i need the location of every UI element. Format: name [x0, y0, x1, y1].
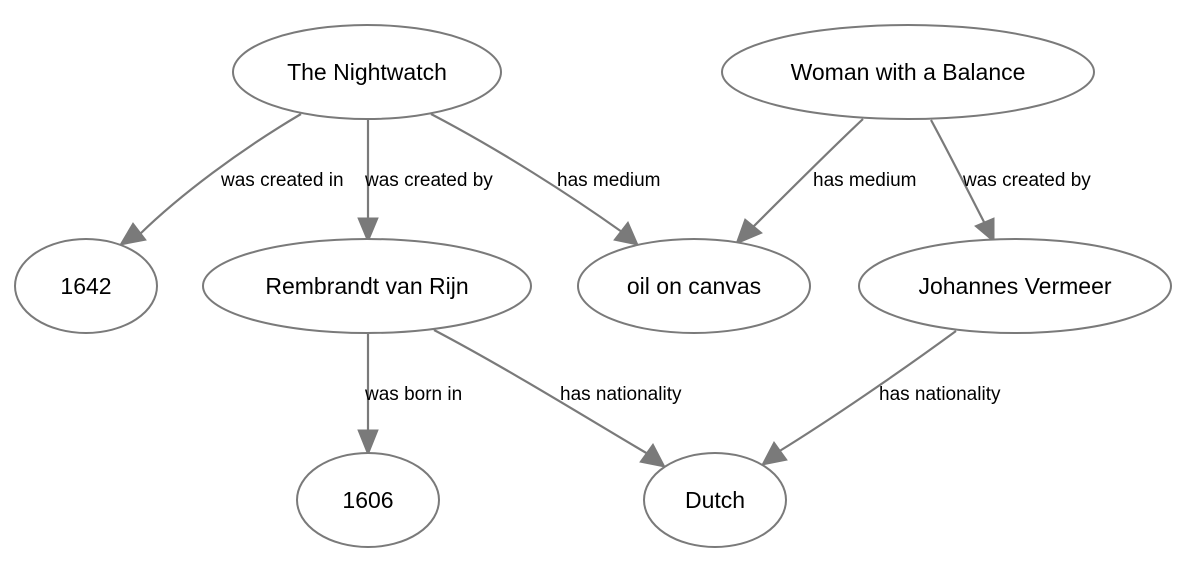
- node-ellipse: [202, 238, 532, 334]
- edge-nightwatch-rembrandt: was created by: [357, 120, 493, 244]
- edge-label-was-created-by: was created by: [962, 170, 1091, 191]
- node-ellipse: [14, 238, 158, 334]
- node-label: Rembrandt van Rijn: [265, 273, 468, 299]
- edge-label-has-medium: has medium: [557, 170, 661, 191]
- arrow-head-icon: [357, 429, 379, 457]
- arrow-head-icon: [639, 443, 666, 468]
- edge-woman-oil: has medium: [735, 118, 917, 245]
- edge-line: [777, 330, 957, 453]
- edge-label-was-created-by: was created by: [364, 170, 493, 191]
- edge-woman-vermeer: was created by: [930, 119, 1091, 244]
- arrow-head-icon: [761, 441, 788, 466]
- node-dutch: Dutch: [643, 452, 787, 548]
- edge-line: [433, 329, 649, 455]
- edge-rembrandt-dutch: has nationality: [433, 329, 682, 468]
- node-label: 1642: [60, 273, 111, 299]
- arrow-head-icon: [613, 221, 639, 246]
- node-ellipse: [296, 452, 440, 548]
- edge-label-has-nationality: has nationality: [879, 384, 1001, 405]
- node-1642: 1642: [14, 238, 158, 334]
- node-1606: 1606: [296, 452, 440, 548]
- node-label: 1606: [342, 487, 393, 513]
- edge-label-has-nationality: has nationality: [560, 384, 682, 405]
- node-label: Dutch: [685, 487, 745, 513]
- edge-label-was-born-in: was born in: [364, 384, 462, 405]
- arrow-head-icon: [119, 222, 147, 246]
- edge-line: [930, 119, 985, 223]
- node-the-nightwatch: The Nightwatch: [232, 24, 502, 120]
- node-label: oil on canvas: [627, 273, 761, 299]
- node-ellipse: [721, 24, 1095, 120]
- node-label: Johannes Vermeer: [918, 273, 1111, 299]
- node-rembrandt-van-rijn: Rembrandt van Rijn: [202, 238, 532, 334]
- node-ellipse: [232, 24, 502, 120]
- node-johannes-vermeer: Johannes Vermeer: [858, 238, 1172, 334]
- arrow-head-icon: [735, 218, 763, 245]
- edge-nightwatch-oil: has medium: [430, 113, 661, 246]
- arrow-head-icon: [974, 217, 995, 244]
- arrow-head-icon: [357, 217, 379, 244]
- edge-label-has-medium: has medium: [813, 170, 917, 191]
- edge-line: [751, 118, 864, 229]
- node-ellipse: [577, 238, 811, 334]
- edge-vermeer-dutch: has nationality: [761, 330, 1001, 466]
- node-oil-on-canvas: oil on canvas: [577, 238, 811, 334]
- edge-rembrandt-1606: was born in: [357, 334, 462, 457]
- edge-nightwatch-1642: was created in: [119, 113, 344, 246]
- edge-line: [139, 113, 302, 235]
- node-ellipse: [858, 238, 1172, 334]
- node-ellipse: [643, 452, 787, 548]
- node-label: The Nightwatch: [287, 59, 447, 85]
- node-label: Woman with a Balance: [791, 59, 1026, 85]
- edge-line: [430, 113, 623, 233]
- node-woman-with-a-balance: Woman with a Balance: [721, 24, 1095, 120]
- edge-label-was-created-in: was created in: [220, 170, 344, 191]
